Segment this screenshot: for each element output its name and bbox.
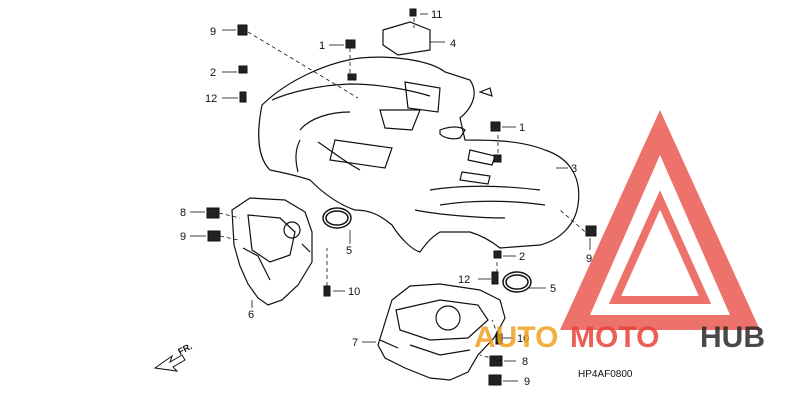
callout-8: 8 [522, 356, 528, 368]
callout-9: 9 [524, 376, 530, 388]
callout-6: 6 [248, 309, 254, 321]
direction-label: FR. [176, 341, 193, 357]
svg-text:AUTO: AUTO [474, 321, 558, 354]
bracket-part [382, 21, 431, 56]
left-inner-panel [231, 197, 313, 306]
assembly-lines [218, 18, 591, 362]
figure-code: HP4AF0800 [578, 369, 633, 380]
callout-11: 11 [431, 9, 442, 21]
callout-3: 3 [571, 163, 577, 175]
callout-9: 9 [180, 231, 186, 243]
front-fender [258, 56, 580, 253]
callout-8: 8 [180, 207, 186, 219]
callout-7: 7 [352, 337, 358, 349]
callout-1: 1 [519, 122, 525, 134]
svg-text:HUB: HUB [700, 321, 765, 354]
callout-12: 12 [458, 274, 470, 286]
leader-lines [190, 13, 591, 382]
seal-ring-left [322, 207, 352, 229]
callout-2: 2 [519, 251, 525, 263]
callout-12: 12 [205, 93, 217, 105]
watermark-text: AUTO MOTO HUB [474, 321, 765, 354]
right-inner-panel [377, 283, 506, 381]
callout-5: 5 [550, 283, 556, 295]
svg-text:MOTO: MOTO [570, 321, 659, 354]
fasteners [206, 8, 597, 386]
callout-5: 5 [346, 245, 352, 257]
callout-4: 4 [450, 38, 456, 50]
front-direction-arrow: FR. [153, 341, 194, 372]
callout-1: 1 [319, 40, 325, 52]
callout-labels: 1 1 2 2 3 4 5 5 6 7 8 8 9 9 9 9 10 10 11… [180, 9, 592, 388]
callout-9: 9 [210, 26, 216, 38]
callout-10: 10 [517, 333, 529, 345]
seal-ring-right [502, 271, 532, 293]
watermark-logo [560, 110, 760, 330]
callout-2: 2 [210, 67, 216, 79]
callout-9: 9 [586, 253, 592, 265]
callout-10: 10 [348, 286, 360, 298]
